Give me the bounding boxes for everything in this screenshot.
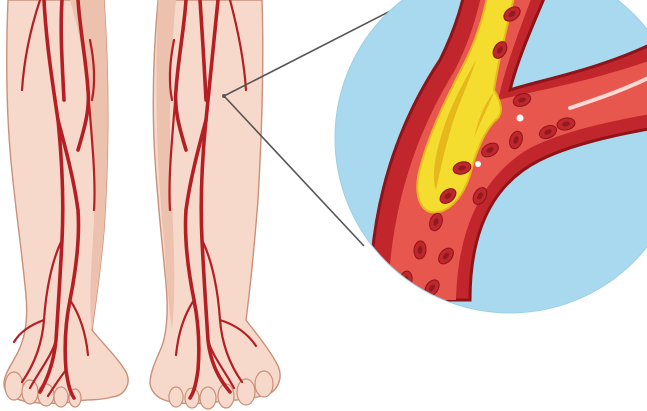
left-leg <box>4 0 128 407</box>
right-leg <box>150 0 280 409</box>
magnifier-circle <box>335 0 647 313</box>
